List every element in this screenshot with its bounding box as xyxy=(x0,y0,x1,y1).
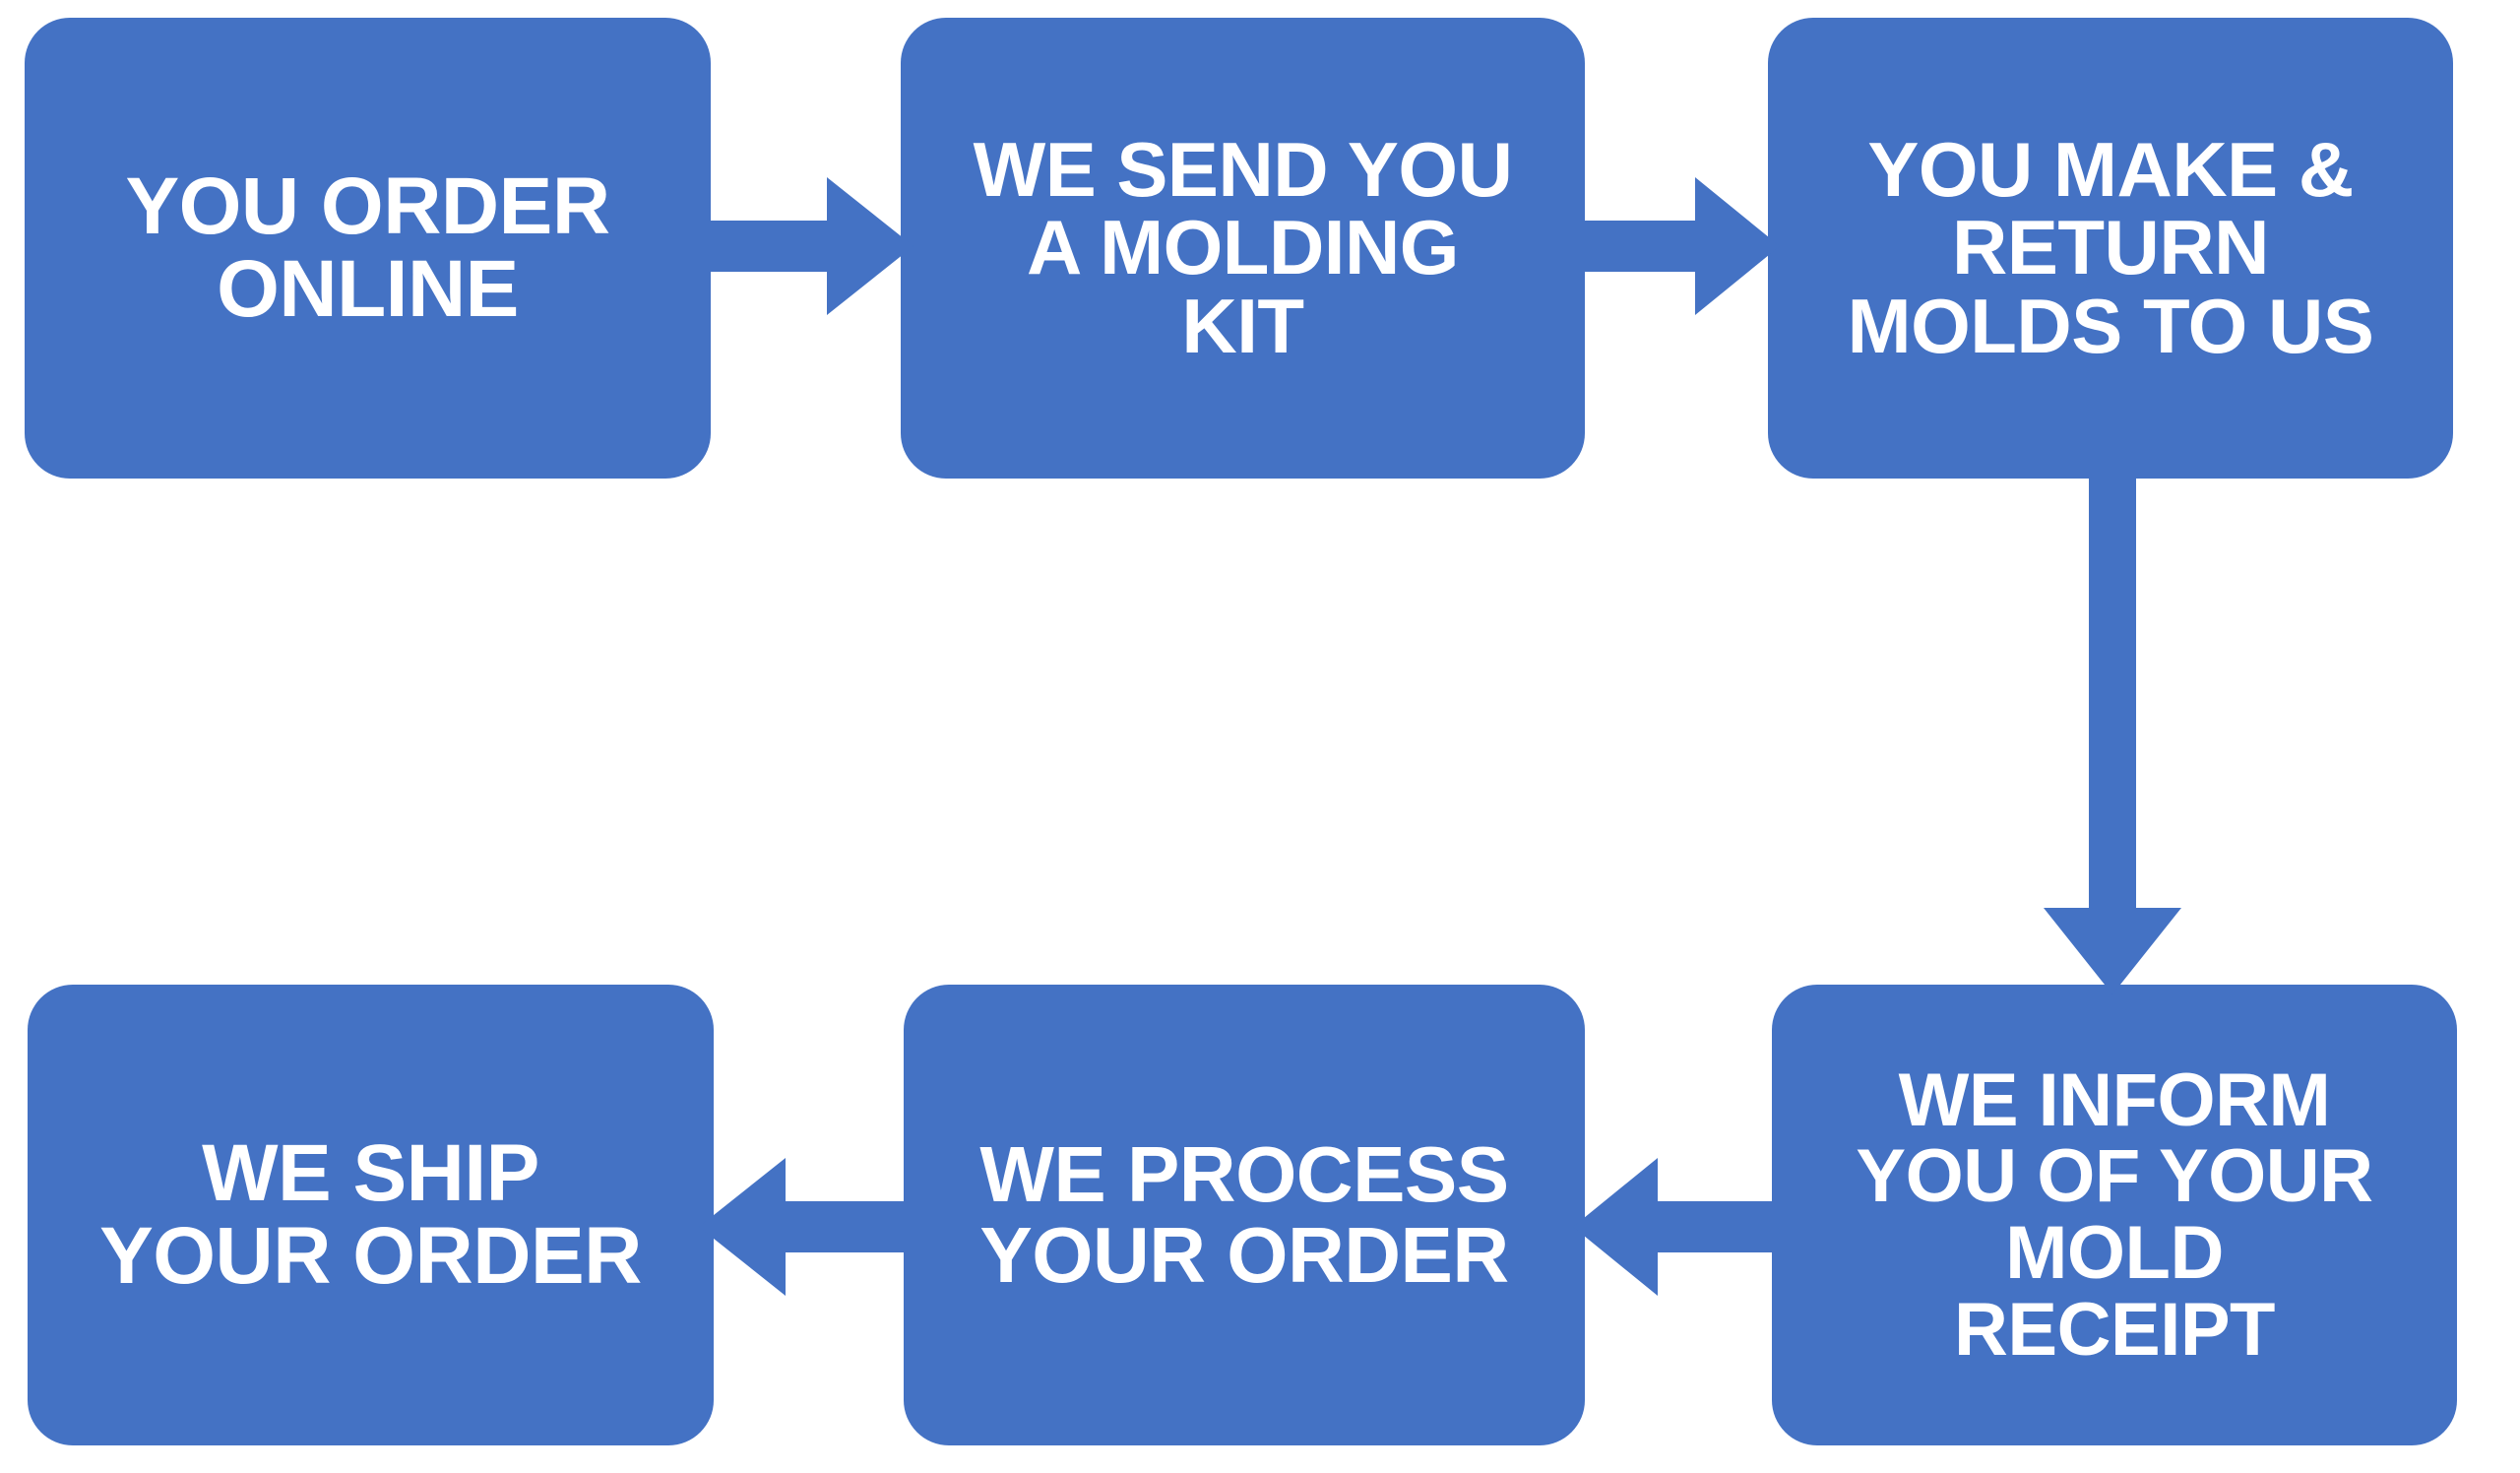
flow-node-make-return-label: YOU MAKE & RETURN MOLDS TO US xyxy=(1847,125,2374,369)
flow-node-process-order-label: WE PROCESS YOUR ORDER xyxy=(979,1130,1509,1299)
arrow-right-order-to-kit-icon xyxy=(701,177,914,315)
arrow-right-kit-to-molds-icon xyxy=(1575,177,1780,315)
flow-node-order-online-label: YOU ORDER ONLINE xyxy=(125,161,610,334)
flow-node-ship-order[interactable]: WE SHIP YOUR ORDER xyxy=(28,985,714,1445)
arrow-left-process-to-ship-icon xyxy=(699,1158,914,1296)
flow-node-process-order[interactable]: WE PROCESS YOUR ORDER xyxy=(904,985,1585,1445)
flow-node-send-kit-label: WE SEND YOU A MOLDING KIT xyxy=(973,125,1513,369)
arrow-down-molds-to-inform-icon xyxy=(2044,469,2181,994)
flow-node-inform-receipt-label: WE INFORM YOU OF YOUR MOLD RECEIPT xyxy=(1856,1057,2373,1372)
arrow-left-inform-to-process-icon xyxy=(1573,1158,1784,1296)
flow-node-inform-receipt[interactable]: WE INFORM YOU OF YOUR MOLD RECEIPT xyxy=(1772,985,2457,1445)
flow-node-send-kit[interactable]: WE SEND YOU A MOLDING KIT xyxy=(901,18,1585,479)
flow-node-ship-order-label: WE SHIP YOUR ORDER xyxy=(99,1128,642,1301)
flow-node-make-return[interactable]: YOU MAKE & RETURN MOLDS TO US xyxy=(1768,18,2453,479)
flow-node-order-online[interactable]: YOU ORDER ONLINE xyxy=(25,18,711,479)
